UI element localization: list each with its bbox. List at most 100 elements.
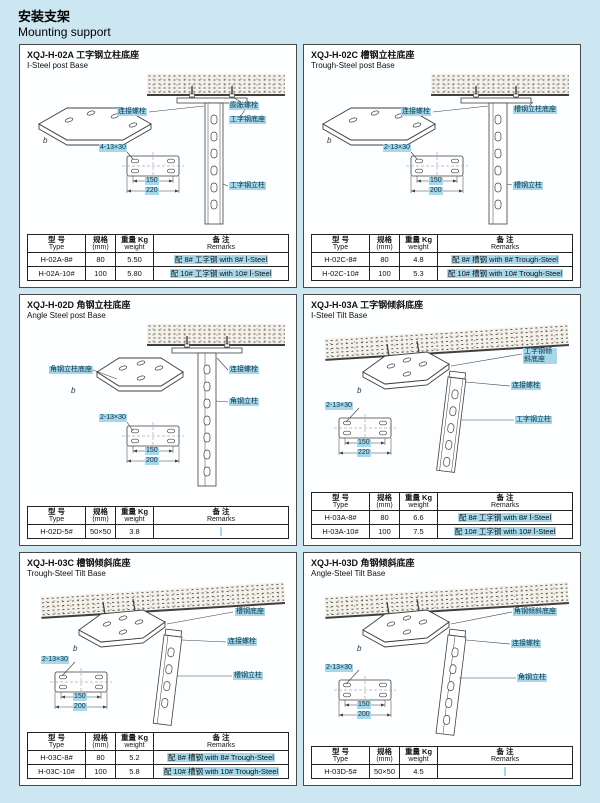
cell-spec: 80	[85, 252, 116, 267]
panel-title: XQJ-H-02D 角钢立柱底座	[27, 300, 131, 310]
cell-model: H-03C-10#	[27, 764, 86, 779]
panel-xqj-h-02d: XQJ-H-02D 角钢立柱底座 Angle Steel post Base 角…	[19, 294, 297, 546]
cell-weight: 7.5	[399, 524, 438, 539]
dim-inner-label: 150	[357, 439, 371, 448]
spec-row: H-03A-10# 100 7.5 配 10# 工字钢 with 10# Ⅰ-S…	[311, 524, 573, 539]
spec-row: H-02A-10# 100 5.80 配 10# 工字钢 with 10# Ⅰ-…	[27, 266, 289, 281]
diagram-linework	[334, 599, 516, 737]
cell-remark	[153, 524, 289, 539]
diagram-linework	[322, 86, 534, 225]
panel-title: XQJ-H-02C 槽钢立柱底座	[311, 50, 415, 60]
dim-b-label: b	[43, 136, 48, 146]
dim-outer-label: 220	[145, 187, 159, 196]
callout-connecting-bolt: 连接螺栓	[511, 382, 541, 391]
col-header-spec: 规格(mm)	[369, 745, 400, 766]
cell-spec: 100	[85, 266, 116, 281]
callout-base: 角钢立柱底座	[49, 366, 93, 375]
cell-weight: 6.6	[399, 510, 438, 525]
callout-base: 工字钢倾斜底座	[523, 348, 557, 365]
callout-base: 角钢倾斜底座	[513, 608, 557, 617]
technical-drawing: 膨胀螺栓 工字钢底座 连接螺栓 工字钢立柱 4-13×30 150 220 b	[27, 72, 289, 233]
cell-spec: 80	[369, 510, 400, 525]
cell-weight: 4.5	[399, 764, 438, 779]
callout-column: 槽钢立柱	[513, 182, 543, 191]
cell-remark: 配 8# 工字钢 with 8# Ⅰ-Steel	[153, 252, 289, 267]
dim-holes-label: 4-13×30	[99, 144, 127, 153]
diagram-linework	[38, 86, 250, 225]
spec-row: H-02A-8# 80 5.50 配 8# 工字钢 with 8# Ⅰ-Stee…	[27, 252, 289, 267]
cell-remark	[437, 764, 573, 779]
diagram-linework	[334, 341, 523, 474]
cell-spec: 50×50	[85, 524, 116, 539]
cell-weight: 5.50	[115, 252, 154, 267]
cell-remark: 配 10# 工字钢 with 10# Ⅰ-Steel	[437, 524, 573, 539]
callout-column: 工字钢立柱	[515, 416, 552, 425]
callout-connecting-bolt: 连接螺栓	[511, 640, 541, 649]
spec-row: H-03A-8# 80 6.6 配 8# 工字钢 with 8# Ⅰ-Steel	[311, 510, 573, 525]
spec-row: H-02C-10# 100 5.3 配 10# 槽钢 with 10# Trou…	[311, 266, 573, 281]
dim-b-label: b	[73, 644, 78, 654]
cell-remark: 配 8# 槽钢 with 8# Trough-Steel	[437, 252, 573, 267]
cell-remark: 配 10# 工字钢 with 10# Ⅰ-Steel	[153, 266, 289, 281]
dim-holes-label: 2-13×30	[383, 144, 411, 153]
cell-model: H-02D-5#	[27, 524, 86, 539]
dim-holes-label: 2-13×30	[99, 414, 127, 423]
panel-grid: XQJ-H-02A 工字钢立柱底座 Ⅰ-Steel post Base 膨胀螺栓…	[0, 44, 600, 786]
cell-weight: 5.80	[115, 266, 154, 281]
cell-remark: 配 10# 槽钢 with 10# Trough-Steel	[437, 266, 573, 281]
callout-expansion-bolt: 膨胀螺栓	[229, 102, 259, 111]
cell-weight: 5.2	[115, 750, 154, 765]
technical-drawing: 角钢倾斜底座 连接螺栓 角钢立柱 2-13×30 150 200 b	[311, 580, 573, 745]
diagram-linework	[50, 599, 234, 727]
panel-xqj-h-03d: XQJ-H-03D 角钢倾斜底座 Angle-Steel Tilt Base 角…	[303, 552, 581, 786]
col-header-spec: 规格(mm)	[85, 233, 116, 254]
panel-title: XQJ-H-03C 槽钢倾斜底座	[27, 558, 131, 568]
col-header-spec: 规格(mm)	[85, 731, 116, 752]
cell-weight: 4.8	[399, 252, 438, 267]
callout-column: 角钢立柱	[229, 398, 259, 407]
panel-subtitle: Trough-Steel post Base	[311, 60, 395, 70]
callout-column: 工字钢立柱	[229, 182, 266, 191]
page-header: 安装支架 Mounting support	[0, 0, 600, 44]
cell-spec: 100	[369, 266, 400, 281]
page-subtitle: Mounting support	[18, 25, 111, 39]
panel-title: XQJ-H-03D 角钢倾斜底座	[311, 558, 415, 568]
spec-row: H-03C-10# 100 5.8 配 10# 槽钢 with 10# Trou…	[27, 764, 289, 779]
cell-spec: 50×50	[369, 764, 400, 779]
spec-row: H-03D-5# 50×50 4.5	[311, 764, 573, 779]
spec-row: H-02C-8# 80 4.8 配 8# 槽钢 with 8# Trough-S…	[311, 252, 573, 267]
dim-inner-label: 150	[429, 177, 443, 186]
dim-outer-label: 220	[357, 449, 371, 458]
dim-b-label: b	[327, 136, 332, 146]
dim-b-label: b	[357, 386, 362, 396]
panel-subtitle: Angle-Steel Tilt Base	[311, 568, 386, 578]
spec-row: H-03C-8# 80 5.2 配 8# 槽钢 with 8# Trough-S…	[27, 750, 289, 765]
spec-row: H-02D-5# 50×50 3.8	[27, 524, 289, 539]
cell-weight: 5.3	[399, 266, 438, 281]
panel-title: XQJ-H-02A 工字钢立柱底座	[27, 50, 140, 60]
dim-inner-label: 150	[357, 701, 371, 710]
panel-subtitle: Angle Steel post Base	[27, 310, 106, 320]
panel-xqj-h-02a: XQJ-H-02A 工字钢立柱底座 Ⅰ-Steel post Base 膨胀螺栓…	[19, 44, 297, 288]
callout-connecting-bolt: 连接螺栓	[117, 108, 147, 117]
callout-column: 角钢立柱	[517, 674, 547, 683]
dim-b-label: b	[71, 386, 76, 396]
